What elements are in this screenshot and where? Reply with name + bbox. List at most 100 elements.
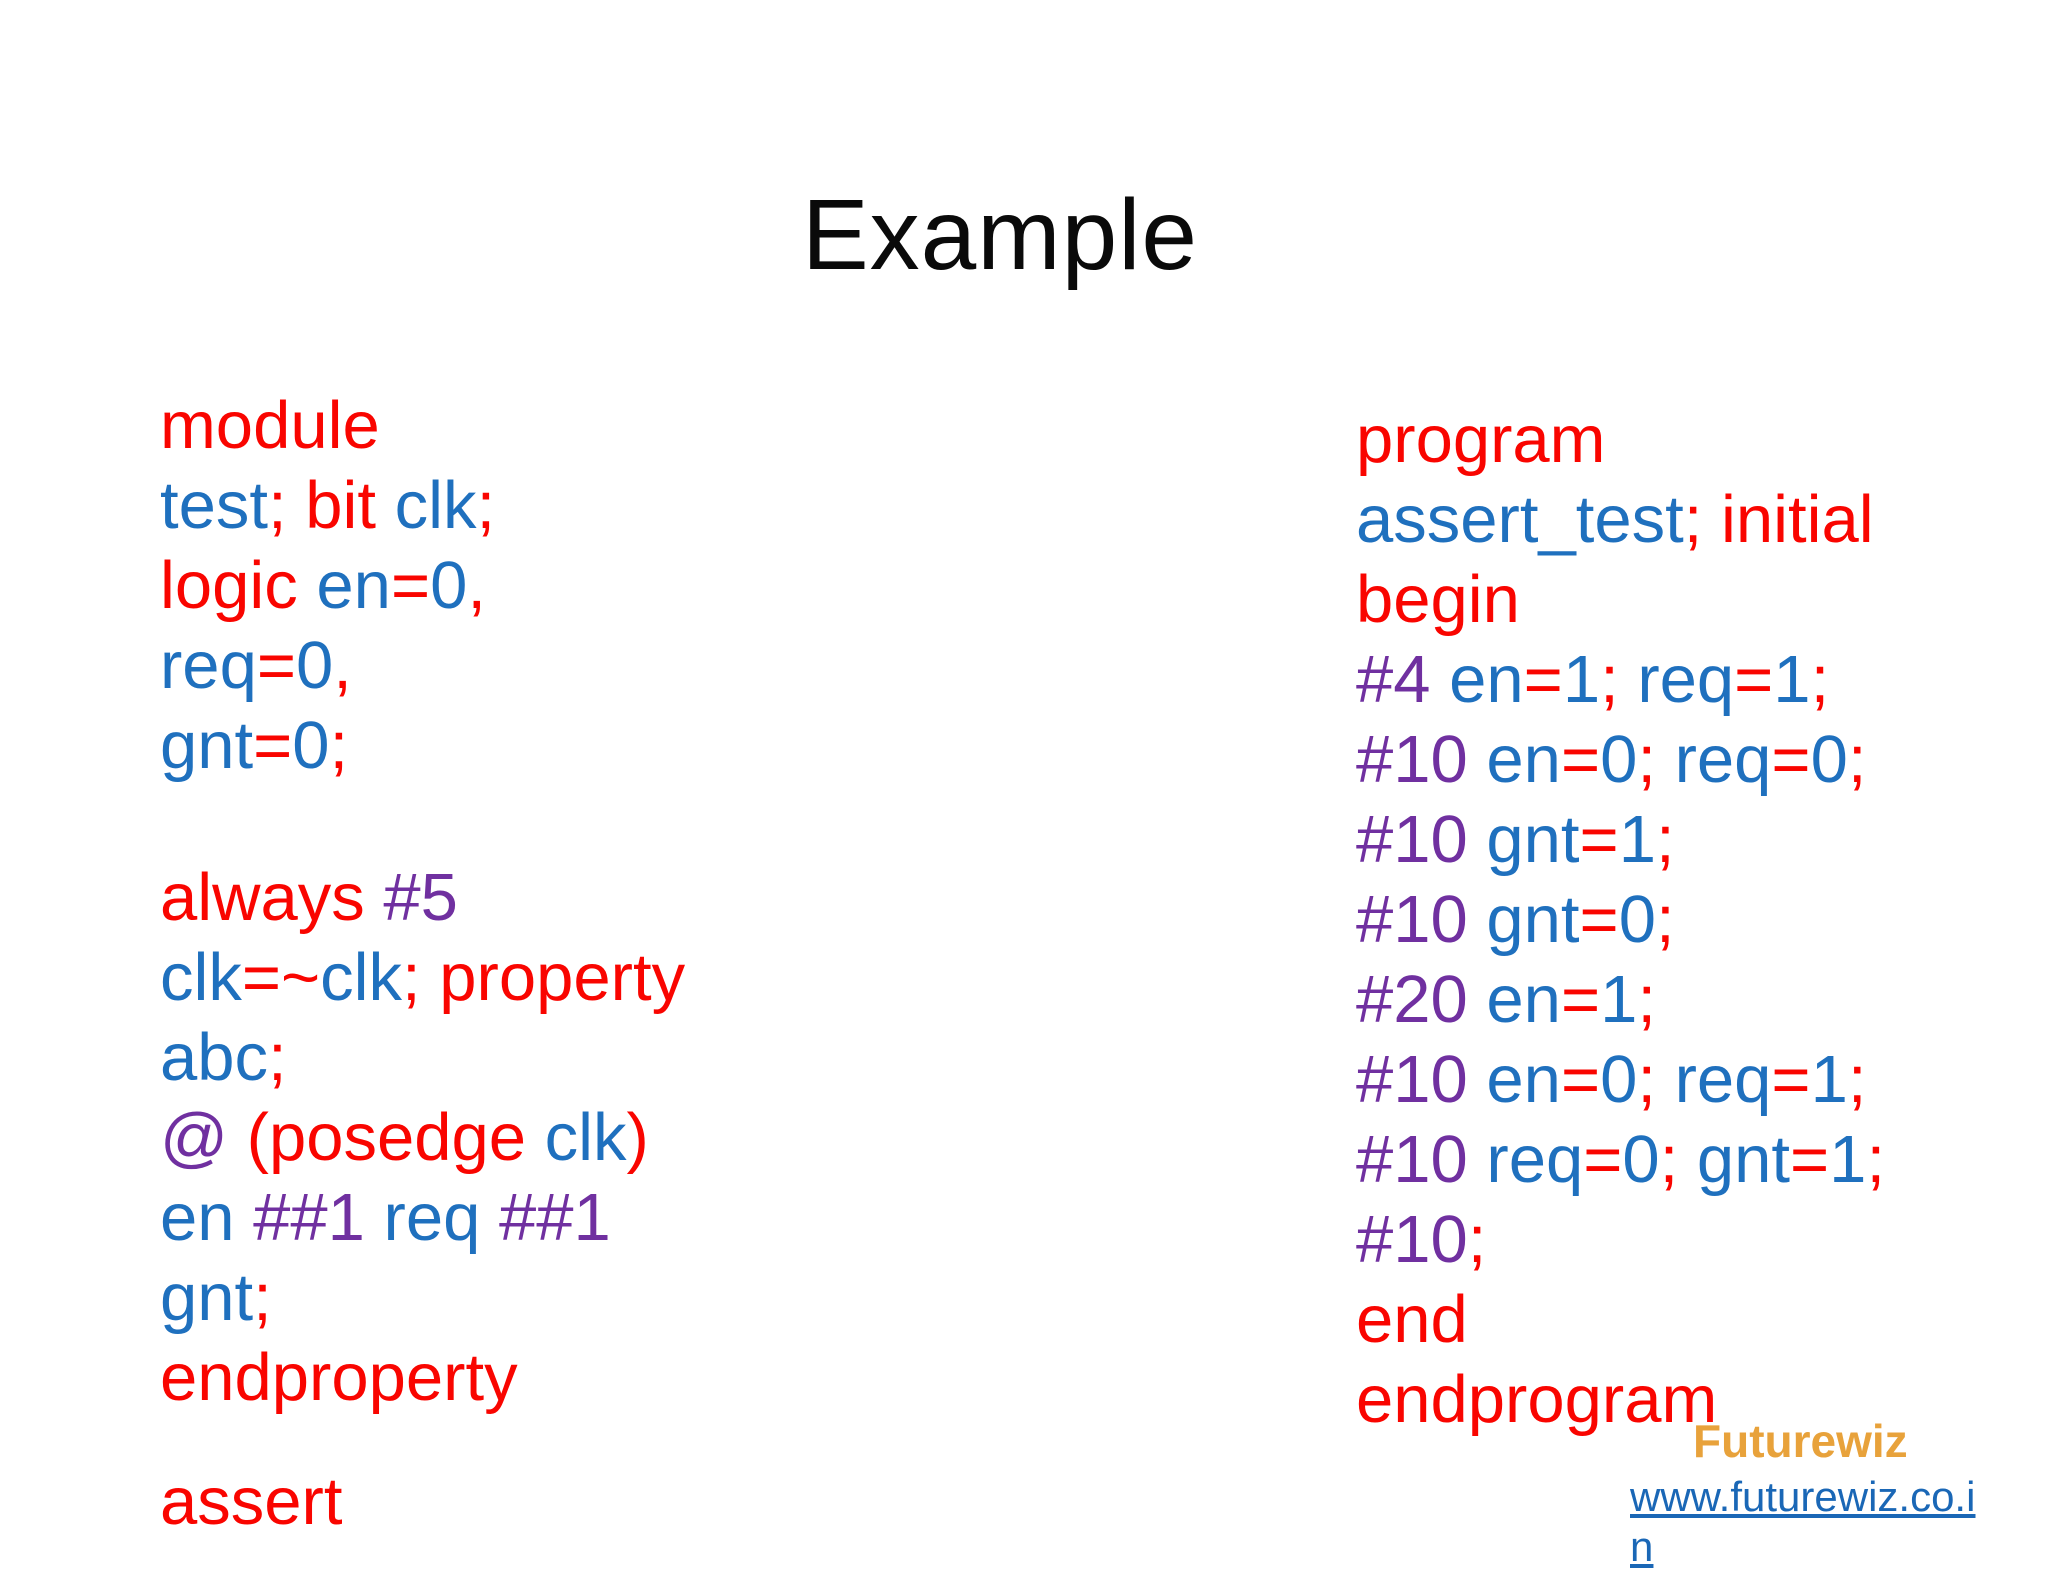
code-token: always (160, 860, 384, 935)
code-token: en (316, 548, 391, 623)
website-link-line-1[interactable]: www.futurewiz.co.i (1630, 1473, 1976, 1520)
code-token: clk (320, 940, 403, 1015)
code-token: ; (1467, 1202, 1487, 1277)
code-line: assert_test; initial (1356, 480, 1885, 560)
code-token: gnt (1486, 882, 1580, 957)
code-line: #10 en=0; req=0; (1356, 720, 1885, 800)
code-token: module (160, 388, 380, 463)
code-line: test; bit clk; (160, 466, 495, 546)
code-token: ; (1847, 1042, 1867, 1117)
code-token: ; (1655, 802, 1675, 877)
code-token: begin (1356, 562, 1520, 637)
code-token: 0 (1810, 722, 1848, 797)
code-token: ) (626, 1100, 649, 1175)
code-line: gnt=0; (160, 706, 495, 786)
code-token: ; (329, 708, 349, 783)
code-line: #10 gnt=1; (1356, 800, 1885, 880)
code-token: en (1486, 1042, 1561, 1117)
code-line: #4 en=1; req=1; (1356, 640, 1885, 720)
code-token: en (1486, 962, 1561, 1037)
code-token: req (1637, 642, 1735, 717)
code-token: 1 (1562, 642, 1601, 717)
code-token: initial (1720, 482, 1874, 557)
code-token: ; (1659, 1122, 1697, 1197)
code-line: abc; (160, 1018, 685, 1098)
code-token: gnt (1486, 802, 1580, 877)
code-line: req=0, (160, 626, 495, 706)
code-token: = (1771, 1042, 1811, 1117)
code-token: gnt (1696, 1122, 1791, 1197)
code-token: 0 (1600, 722, 1638, 797)
code-line: @ (posedge clk) (160, 1098, 685, 1178)
code-line: clk=~clk; property (160, 938, 685, 1018)
code-token: ; (1637, 1042, 1675, 1117)
code-line: program (1356, 400, 1885, 480)
code-token: #10 (1356, 802, 1487, 877)
code-token: program (1356, 402, 1606, 477)
code-token: ; (1655, 882, 1675, 957)
code-token: assert (160, 1464, 343, 1539)
code-line: #10 gnt=0; (1356, 880, 1885, 960)
futurewiz-website-link[interactable]: www.futurewiz.co.i n (1630, 1472, 1975, 1572)
code-token: 1 (1829, 1122, 1867, 1197)
code-token: req (1674, 1042, 1772, 1117)
code-line: #10 req=0; gnt=1; (1356, 1120, 1885, 1200)
code-token: 1 (1773, 642, 1811, 717)
code-token: = (1579, 802, 1619, 877)
code-line: #10; (1356, 1200, 1885, 1280)
code-line: logic en=0, (160, 546, 495, 626)
code-block-assert: assert (160, 1462, 342, 1542)
code-token: = (256, 628, 296, 703)
code-token: en (1449, 642, 1524, 717)
code-token: clk (160, 940, 242, 1015)
code-token: property (439, 940, 686, 1015)
code-line: gnt; (160, 1258, 685, 1338)
code-token: 0 (1622, 1122, 1660, 1197)
code-line: #20 en=1; (1356, 960, 1885, 1040)
code-token: logic (160, 548, 317, 623)
code-token: req (383, 1180, 499, 1255)
code-token: 1 (1600, 962, 1638, 1037)
code-token: 1 (1810, 1042, 1848, 1117)
code-token: = (1560, 722, 1601, 797)
code-token: =~ (241, 940, 321, 1015)
code-token: = (253, 708, 293, 783)
code-token: , (333, 628, 352, 703)
code-token: = (390, 548, 431, 623)
code-token: clk (394, 468, 477, 543)
code-token: ; (1810, 642, 1830, 717)
code-token: #10 (1356, 722, 1487, 797)
code-token: #4 (1356, 642, 1450, 717)
code-token: ; (402, 940, 440, 1015)
code-token: #20 (1356, 962, 1487, 1037)
code-token: endprogram (1356, 1362, 1718, 1437)
code-token: endproperty (160, 1340, 518, 1415)
code-line: endproperty (160, 1338, 685, 1418)
code-token: en (160, 1180, 254, 1255)
code-token: ; (268, 468, 306, 543)
code-token: ; (1847, 722, 1867, 797)
code-line: end (1356, 1280, 1885, 1360)
code-token: ; (1866, 1122, 1886, 1197)
code-token: ; (476, 468, 496, 543)
code-token: #10 (1356, 882, 1487, 957)
code-token: ##1 (499, 1180, 611, 1255)
code-token: end (1356, 1282, 1468, 1357)
code-token: assert_test (1356, 482, 1684, 557)
code-token: ##1 (253, 1180, 384, 1255)
code-token: ; (253, 1260, 272, 1335)
code-token: gnt (160, 708, 254, 783)
code-token: #10 (1356, 1122, 1487, 1197)
code-token: = (1734, 642, 1774, 717)
code-token: 0 (292, 708, 330, 783)
website-link-line-2[interactable]: n (1630, 1523, 1654, 1570)
code-token: = (1523, 642, 1563, 717)
code-token: req (160, 628, 257, 703)
code-token: 0 (295, 628, 334, 703)
code-token: req (1486, 1122, 1584, 1197)
code-token: ; (1637, 722, 1675, 797)
code-token: 0 (430, 548, 468, 623)
